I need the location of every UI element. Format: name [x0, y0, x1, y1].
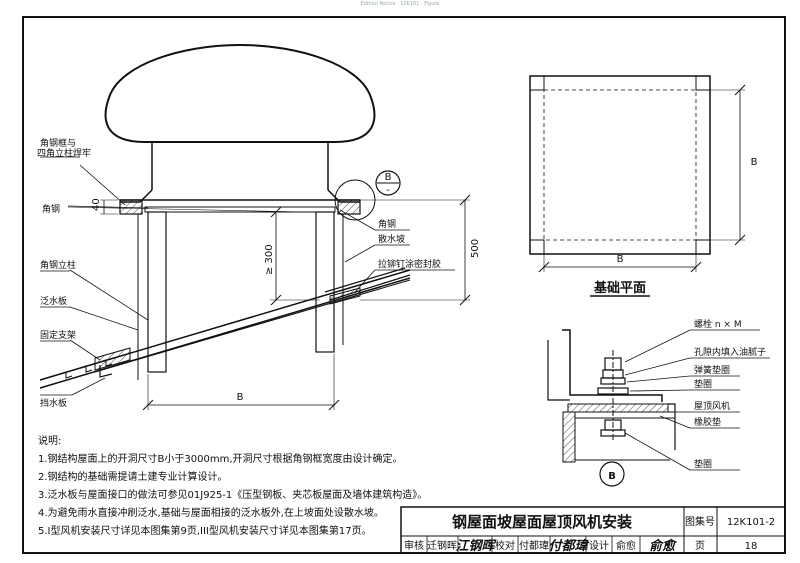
label-angle-steel-right: 角钢: [378, 218, 396, 230]
label-angle-frame-2: 四角立柱焊牢: [37, 147, 91, 159]
detail-label-putty: 孔隙内填入油腻子: [694, 346, 766, 358]
left-post: [147, 211, 167, 373]
notes-heading: 说明:: [38, 434, 61, 447]
note-3: 3.泛水板与屋面接口的做法可参见01J925-1《压型钢板、夹芯板屋面及墙体建筑…: [38, 488, 427, 501]
detail-label-washer-bottom: 垫圈: [694, 458, 712, 470]
page-number: 18: [745, 541, 758, 552]
plan-dim-height: B: [751, 157, 758, 168]
note-5: 5.I型风机安装尺寸详见本图集第9页,III型风机安装尺寸详见本图集第17页。: [38, 524, 372, 537]
detail-label-spring-washer: 弹簧垫圈: [694, 364, 730, 376]
dim-40: 40: [91, 198, 102, 211]
note-4: 4.为避免雨水直接冲刷泛水,基础与屋面相接的泛水板外,在上坡面处设散水坡。: [38, 506, 384, 519]
plan-view: [529, 75, 746, 297]
detail-marker-top: B: [385, 172, 392, 183]
atlas-number: 12K101-2: [727, 517, 775, 528]
page-label: 页: [695, 540, 705, 552]
detail-marker-bottom: -: [386, 185, 390, 196]
plan-dim-width: B: [617, 254, 624, 265]
dim-b-elevation: B: [237, 392, 244, 403]
designer-signature: 俞愈: [649, 538, 678, 554]
reviewer-name: 迁钢晖: [427, 539, 457, 552]
fan-hood: [104, 43, 376, 143]
label-water-stop: 挡水板: [40, 397, 67, 409]
detail-b-view: [547, 329, 770, 487]
detail-label-bolt: 螺栓 n × M: [694, 318, 742, 330]
right-post: [315, 211, 335, 353]
detail-marker-b: B: [608, 471, 616, 482]
atlas-label: 图集号: [685, 515, 715, 528]
note-2: 2.钢结构的基础需提请土建专业计算设计。: [38, 470, 228, 483]
header-text: Edition Notice · 12K101 · Figure: [361, 1, 440, 7]
detail-label-rubber-pad: 橡胶垫: [694, 416, 721, 428]
label-angle-steel-left: 角钢: [42, 203, 60, 215]
right-curb-hatch: [337, 199, 361, 215]
title-block: [400, 506, 786, 554]
label-flashing: 泛水板: [40, 295, 67, 307]
label-angle-frame-1: 角钢框与: [40, 137, 76, 149]
check-label: 校对: [495, 539, 515, 552]
label-drip-slope: 散水坡: [378, 233, 405, 245]
review-label: 审核: [404, 539, 424, 552]
detail-label-roof-fan: 屋顶风机: [694, 400, 730, 412]
reviewer-signature: 江钢晖: [455, 538, 497, 554]
dim-300: ≥ 300: [264, 244, 275, 275]
design-label: 设计: [589, 539, 609, 552]
checker-signature: 付都瑋: [548, 538, 589, 554]
drawing-title: 钢屋面坡屋面屋顶风机安装: [452, 513, 633, 531]
note-1: 1.钢结构屋面上的开洞尺寸B小于3000mm,开洞尺寸根据角钢框宽度由设计确定。: [38, 452, 403, 465]
dim-500: 500: [470, 239, 481, 258]
label-angle-post: 角钢立柱: [40, 259, 76, 271]
plan-title: 基础平面: [593, 280, 646, 296]
checker-name: 付都瑋: [519, 539, 549, 552]
label-rivet-seal: 拉铆钉涂密封胶: [378, 258, 441, 270]
elevation-view: [39, 43, 471, 411]
label-fixed-bracket: 固定支架: [40, 329, 76, 341]
detail-label-washer-top: 垫圈: [694, 378, 712, 390]
designer-name: 俞愈: [616, 539, 636, 552]
